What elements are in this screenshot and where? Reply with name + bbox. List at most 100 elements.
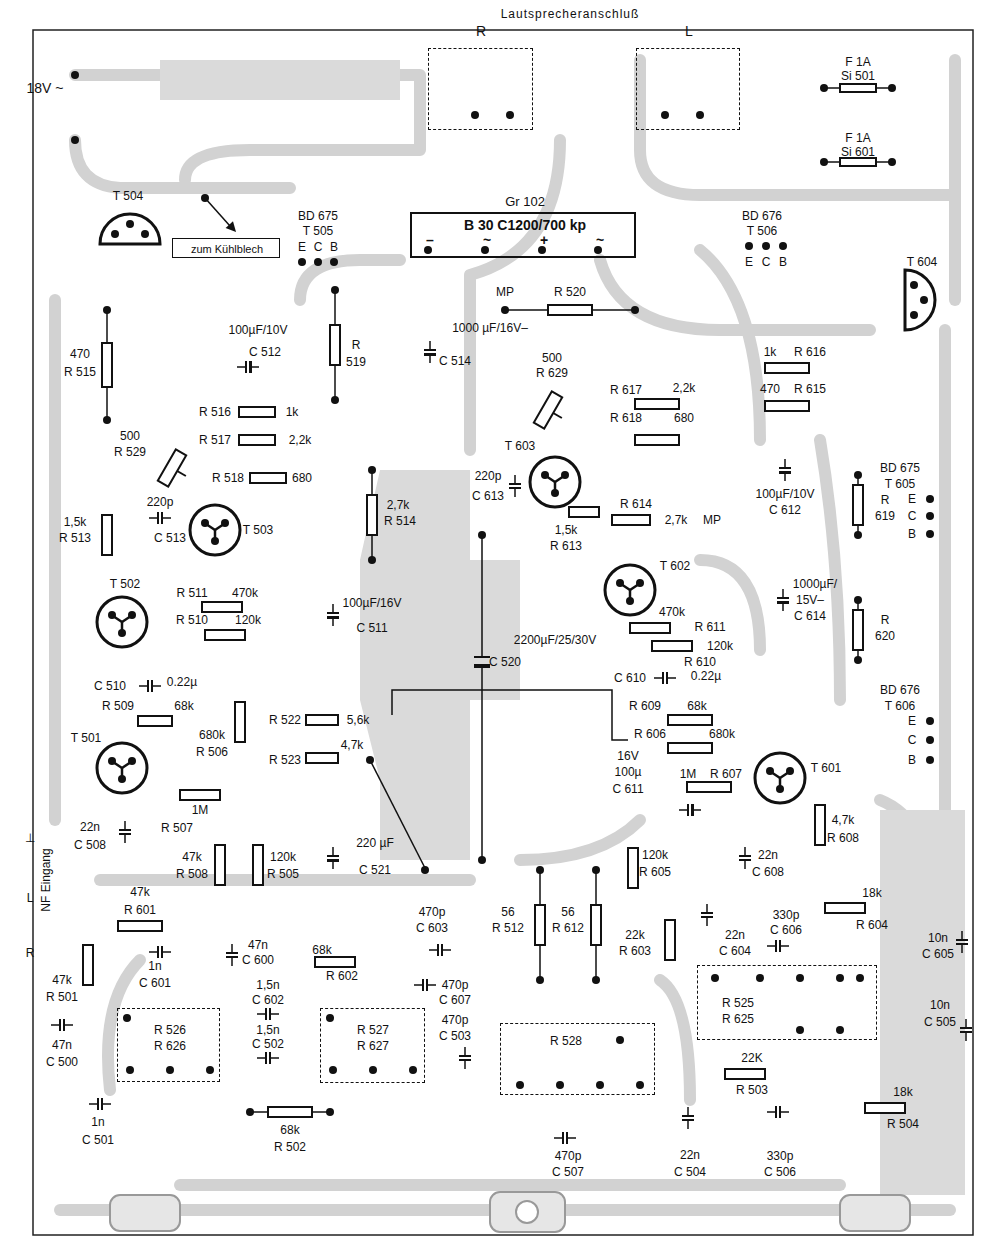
solder-pad bbox=[820, 158, 828, 166]
component-lead bbox=[231, 944, 233, 953]
resistor-symbol bbox=[215, 845, 225, 885]
component-label: E bbox=[745, 255, 753, 269]
component-label: BD 676 bbox=[742, 209, 782, 223]
component-label: Si 601 bbox=[841, 145, 875, 159]
resistor-symbol bbox=[548, 305, 592, 315]
capacitor-symbol bbox=[777, 597, 789, 599]
solder-pad bbox=[409, 1066, 417, 1074]
solder-pad bbox=[201, 194, 209, 202]
component-label: R bbox=[26, 946, 35, 960]
resistor-array-box: R 527R 627 bbox=[320, 1008, 425, 1083]
component-lead bbox=[102, 1103, 111, 1105]
component-label: C 610 bbox=[614, 671, 646, 685]
capacitor-symbol bbox=[509, 483, 521, 485]
board-outline bbox=[33, 30, 973, 1235]
resistor-symbol bbox=[535, 905, 545, 945]
solder-pad bbox=[166, 1066, 174, 1074]
mounting-hole bbox=[516, 1201, 538, 1223]
component-label: 100µ bbox=[615, 765, 642, 779]
box-text: R 625 bbox=[722, 1013, 754, 1027]
solder-pad bbox=[501, 306, 509, 314]
component-lead bbox=[744, 847, 746, 856]
capacitor-symbol bbox=[566, 1132, 568, 1144]
solder-pad bbox=[551, 489, 559, 497]
resistor-symbol bbox=[83, 945, 93, 985]
component-label: 2,2k bbox=[673, 381, 696, 395]
component-label: C bbox=[908, 733, 917, 747]
capacitor-symbol bbox=[437, 944, 439, 956]
resistor-symbol bbox=[180, 790, 220, 800]
component-lead bbox=[554, 1137, 563, 1139]
component-label: C 606 bbox=[770, 923, 802, 937]
component-label: T 505 bbox=[303, 224, 333, 238]
resistor-symbol bbox=[250, 473, 286, 483]
solder-pad bbox=[836, 1026, 844, 1034]
component-label: T 504 bbox=[113, 189, 143, 203]
component-label: R bbox=[881, 493, 890, 507]
solder-pad bbox=[329, 1066, 337, 1074]
capacitor-symbol bbox=[701, 912, 713, 914]
copper-traces bbox=[55, 60, 955, 1210]
component-label: 470 bbox=[70, 347, 90, 361]
solder-pad bbox=[128, 757, 136, 765]
trace bbox=[700, 250, 760, 440]
component-label: T 502 bbox=[110, 577, 140, 591]
component-label: C 510 bbox=[94, 679, 126, 693]
component-label: C bbox=[908, 509, 917, 523]
capacitor-symbol bbox=[157, 946, 159, 958]
component-label: C bbox=[314, 240, 323, 254]
solder-pad bbox=[854, 471, 862, 479]
capacitor-symbol bbox=[424, 353, 436, 356]
capacitor-symbol bbox=[509, 487, 521, 489]
component-label: C 613 bbox=[472, 489, 504, 503]
solder-pad bbox=[471, 111, 479, 119]
component-label: 220p bbox=[475, 469, 502, 483]
solder-pad bbox=[314, 258, 322, 266]
component-label: R 517 bbox=[199, 433, 231, 447]
component-label: R 606 bbox=[634, 727, 666, 741]
solder-pad bbox=[516, 1081, 524, 1089]
component-label: C 512 bbox=[249, 345, 281, 359]
capacitor-symbol bbox=[956, 939, 968, 941]
component-lead bbox=[334, 290, 336, 325]
component-lead bbox=[687, 1120, 689, 1129]
solder-pad bbox=[118, 775, 126, 783]
trimmer-symbol bbox=[158, 449, 195, 491]
component-label: R 503 bbox=[736, 1083, 768, 1097]
solder-pad bbox=[796, 1026, 804, 1034]
solder-pad bbox=[128, 611, 136, 619]
resistor-symbol bbox=[330, 325, 340, 365]
transistor-outline bbox=[97, 743, 147, 793]
capacitor-plate bbox=[474, 664, 490, 668]
component-label: 1,5k bbox=[64, 515, 87, 529]
component-label: ⊥ bbox=[25, 831, 35, 845]
solder-pad bbox=[636, 1081, 644, 1089]
resistor-symbol bbox=[612, 515, 650, 525]
solder-pad bbox=[856, 974, 864, 982]
component-lead bbox=[270, 1013, 279, 1015]
solder-pad bbox=[926, 717, 934, 725]
box-text: R bbox=[476, 23, 486, 39]
component-label: R 511 bbox=[176, 586, 207, 600]
transistor-outline bbox=[97, 597, 147, 647]
component-lead bbox=[595, 945, 597, 980]
component-label: 1M bbox=[680, 767, 697, 781]
capacitor-symbol bbox=[161, 512, 163, 524]
component-label: NF Eingang bbox=[39, 848, 53, 911]
component-label: R 529 bbox=[114, 445, 146, 459]
capacitor-symbol bbox=[960, 1027, 972, 1029]
component-label: R 615 bbox=[794, 382, 826, 396]
component-label: C 520 bbox=[489, 655, 521, 669]
component-label: 470p bbox=[555, 1149, 582, 1163]
component-label: 620 bbox=[875, 629, 895, 643]
component-lead bbox=[149, 951, 158, 953]
resistor-symbol bbox=[687, 782, 731, 792]
solder-pad bbox=[626, 597, 634, 605]
component-label: R 602 bbox=[326, 969, 358, 983]
trace bbox=[108, 960, 140, 1090]
solder-pad bbox=[118, 629, 126, 637]
capacitor-symbol bbox=[245, 361, 247, 373]
solder-pad bbox=[126, 220, 134, 228]
component-label: 330p bbox=[773, 908, 800, 922]
box-text: R 526 bbox=[154, 1024, 186, 1038]
